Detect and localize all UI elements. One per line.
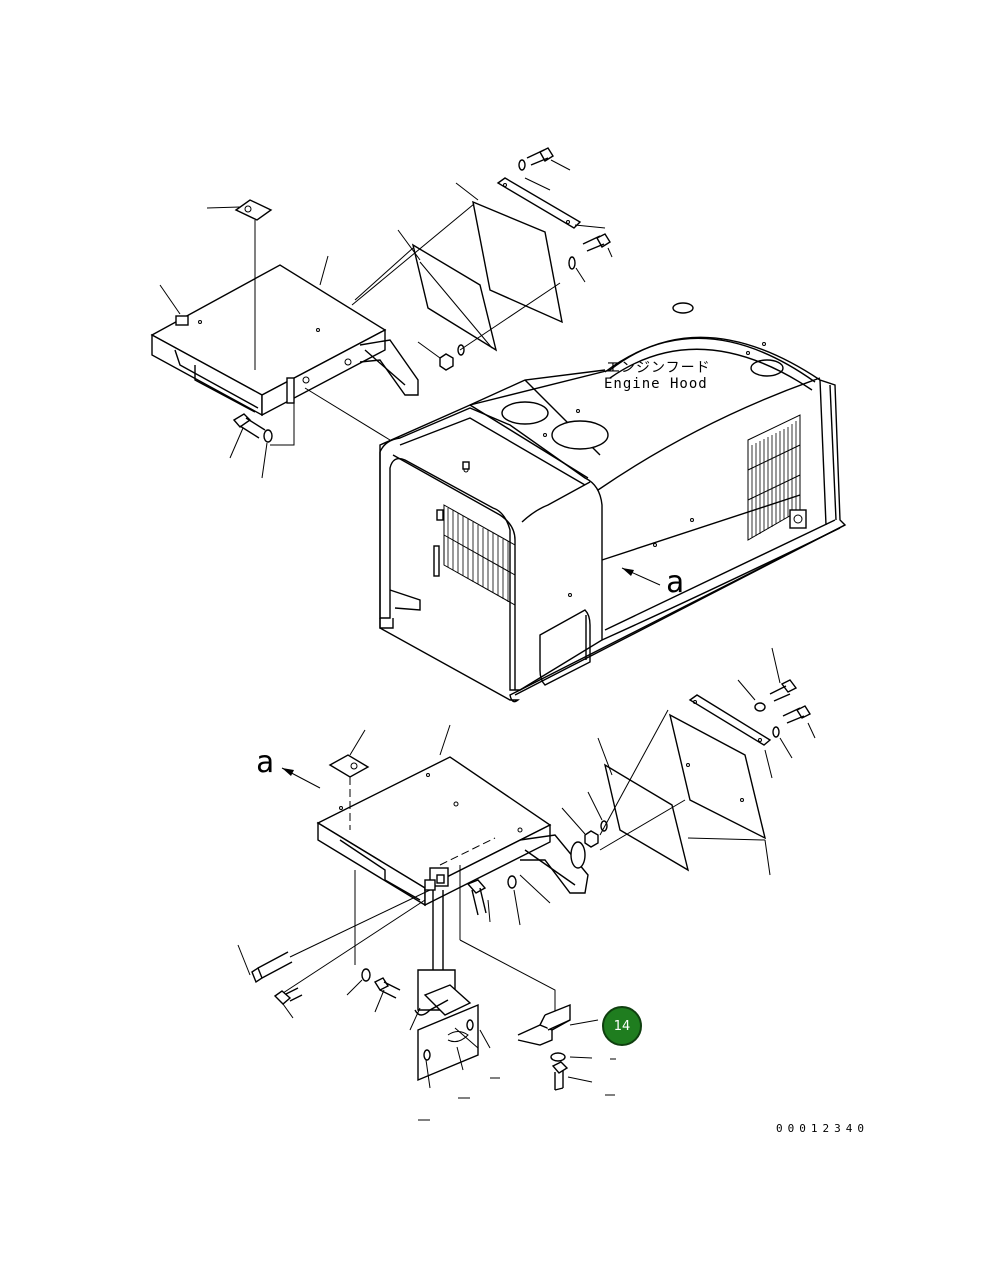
bolt-icon [273,987,303,1005]
front-louver [443,504,516,606]
bracket-part-14 [517,1003,616,1096]
part-callout-14[interactable]: 14 [602,1006,642,1046]
nut-icon [584,830,599,848]
hood-label-japanese: エンジンフード [606,360,711,376]
bolt-icon [769,679,798,702]
view-arrow-label-right: a [666,565,685,600]
drawing-number: 00012340 [776,1122,869,1135]
lower-cover-assembly [237,724,589,1121]
upper-plate-assembly [351,147,613,371]
callout-number: 14 [613,1018,631,1034]
hood-label-english: Engine Hood [604,376,708,392]
bolt-icon [466,879,487,916]
engine-hood [379,302,847,703]
lower-plate-assembly [561,647,816,876]
view-arrow-label-left: a [256,745,275,780]
bolt-icon [232,413,266,439]
bolt-icon [373,977,401,999]
nut-icon [439,353,454,371]
bolt-icon [526,147,554,166]
bolt-icon [582,233,611,252]
bolt-icon [551,1061,569,1091]
pin-icon [251,889,431,984]
upper-cover-assembly [150,199,419,479]
bolt-icon [782,705,812,724]
